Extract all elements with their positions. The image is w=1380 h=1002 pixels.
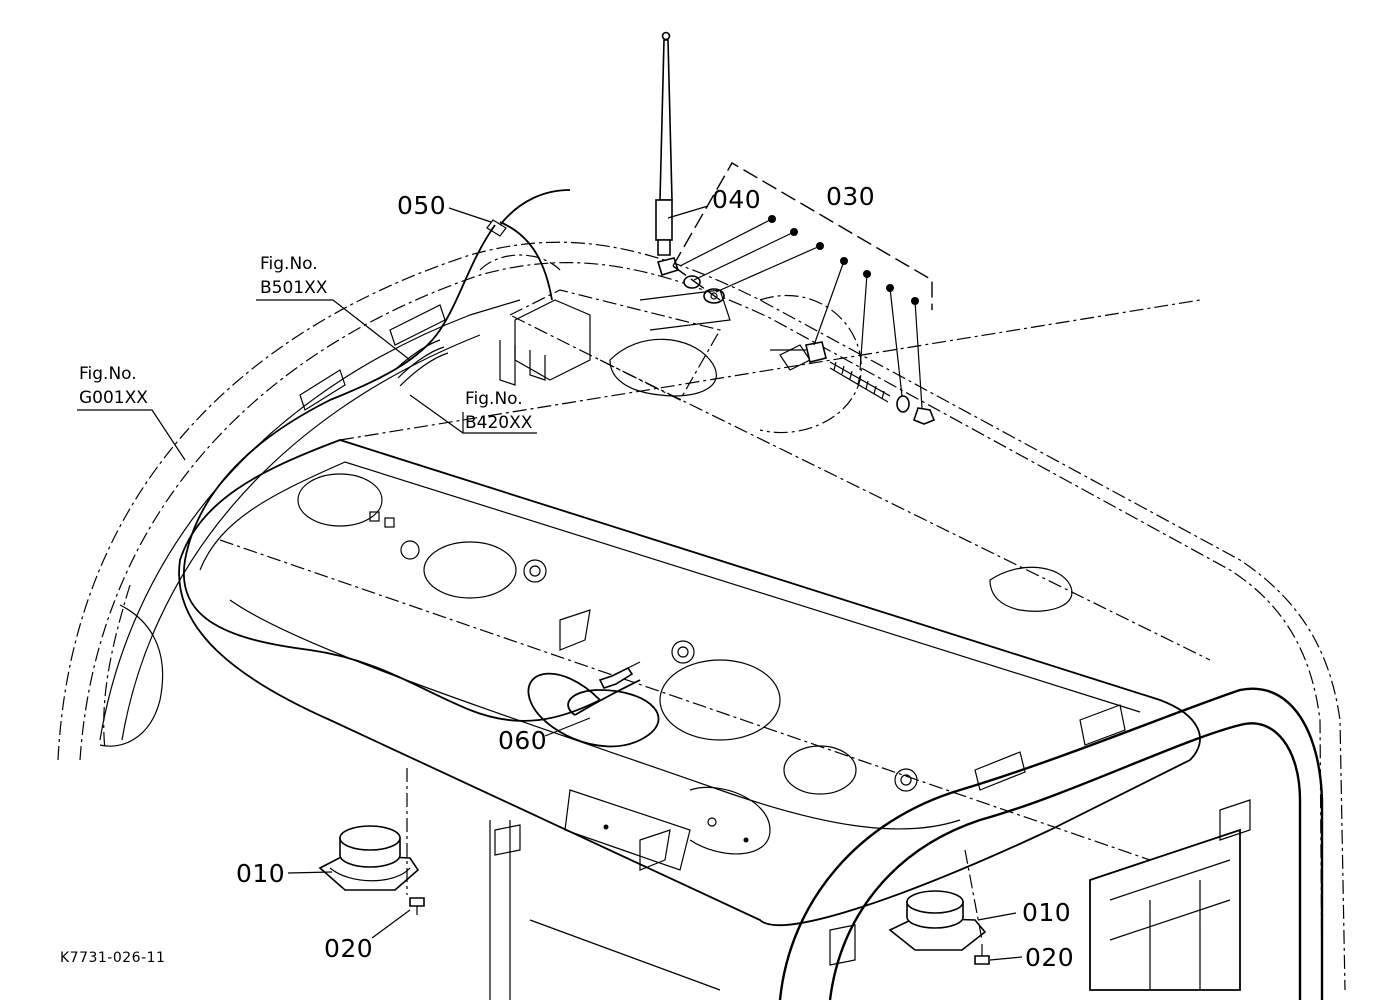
- drawing-code: K7731-026-11: [60, 950, 165, 966]
- figref-b501-line2: B501XX: [260, 278, 328, 298]
- coiled-extension-cable: [527, 661, 660, 748]
- callout-leaders: [77, 205, 1023, 961]
- figref-g001-line2: G001XX: [79, 388, 148, 408]
- callout-040: 040: [712, 185, 761, 214]
- callout-060: 060: [498, 726, 547, 755]
- speaker-left: [318, 825, 420, 891]
- callout-020-left: 020: [324, 934, 373, 963]
- callout-030: 030: [826, 182, 875, 211]
- figref-b420-line1: Fig.No.: [465, 389, 523, 409]
- antenna-mount-hardware: [770, 341, 936, 425]
- figref-g001-line1: Fig.No.: [79, 364, 137, 384]
- screw-left: [406, 768, 425, 915]
- callout-010-left: 010: [236, 859, 285, 888]
- headliner-panel: [178, 299, 1211, 927]
- callout-010-right: 010: [1022, 898, 1071, 927]
- cab-roof-outline: [57, 241, 1346, 991]
- screw-right: [964, 849, 990, 965]
- figref-b420-line2: B420XX: [465, 413, 533, 433]
- antenna-cable: [182, 189, 601, 722]
- kit-group-bracket: [672, 162, 933, 310]
- antenna-rod: [639, 31, 731, 331]
- speaker-right: [888, 890, 987, 951]
- rops-frame: [778, 687, 1324, 1001]
- callout-050: 050: [397, 191, 446, 220]
- left-pillar-trim: [489, 820, 856, 1000]
- callout-020-right: 020: [1025, 943, 1074, 972]
- figref-b501-line1: Fig.No.: [260, 254, 318, 274]
- kit-leader-dots: [679, 215, 923, 409]
